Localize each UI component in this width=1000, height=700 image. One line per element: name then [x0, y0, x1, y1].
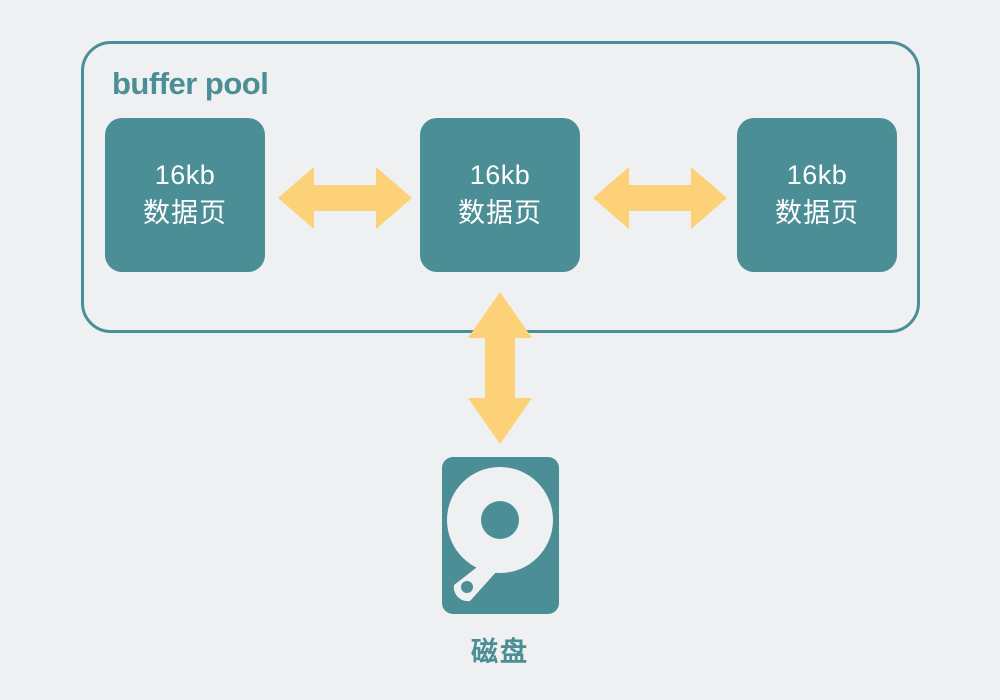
double-arrow-horizontal-icon: [278, 167, 412, 229]
double-arrow-horizontal-icon: [593, 167, 727, 229]
data-page-size-label: 16kb: [154, 160, 216, 190]
data-page-size-label: 16kb: [469, 160, 531, 190]
disk-label: 磁盘: [471, 637, 529, 667]
data-page-size-label: 16kb: [786, 160, 848, 190]
buffer-pool-title: buffer pool: [112, 66, 269, 101]
data-page-type-label: 数据页: [458, 198, 542, 228]
data-page-type-label: 数据页: [775, 198, 859, 228]
data-page-box-1: 16kb 数据页: [105, 118, 265, 272]
hard-disk-icon: [442, 457, 559, 614]
double-arrow-vertical-icon: [468, 292, 532, 444]
data-page-box-2: 16kb 数据页: [420, 118, 580, 272]
data-page-type-label: 数据页: [143, 198, 227, 228]
data-page-box-3: 16kb 数据页: [737, 118, 897, 272]
